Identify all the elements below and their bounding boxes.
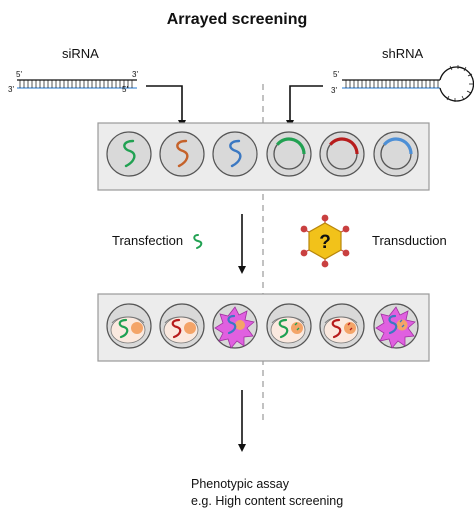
- sirna-group: siRNA 5' 3' 3' 5': [8, 46, 186, 128]
- sirna-arrow: [146, 85, 186, 128]
- sirna-strand-red-icon: [171, 318, 182, 339]
- well-bottom-6: [373, 303, 419, 349]
- transduction-label: Transduction: [372, 233, 447, 248]
- nucleus-icon: [344, 322, 356, 334]
- sirna-strand-blue-icon: [227, 314, 237, 335]
- shrna-hairpin-icon: [342, 65, 474, 102]
- well-bottom-1: [106, 303, 152, 349]
- sirna-3prime-bottom: 3': [8, 85, 14, 94]
- sirna-strand-blue-icon: [229, 139, 242, 168]
- transfection-label: Transfection: [112, 233, 183, 248]
- shrna-group: shRNA 5' 3': [286, 46, 474, 128]
- nucleus-icon: [291, 322, 303, 334]
- shrna-label: shRNA: [382, 46, 424, 61]
- shrna-strand-blue-icon: [388, 314, 398, 335]
- shrna-strand-green-icon: [278, 318, 289, 339]
- well-top-2: [159, 131, 205, 177]
- assay-line-2: e.g. High content screening: [191, 494, 343, 508]
- well-bottom-4: [266, 303, 312, 349]
- well-bottom-5: [319, 303, 365, 349]
- sirna-3prime-top: 3': [132, 70, 138, 79]
- nucleus-icon: [131, 322, 143, 334]
- well-top-1: [106, 131, 152, 177]
- well-bottom-2: [159, 303, 205, 349]
- shrna-arrow: [286, 85, 323, 128]
- plate-bottom: [97, 293, 430, 362]
- shrna-insert-green-icon: [276, 137, 306, 155]
- diagram-title: Arrayed screening: [167, 11, 308, 28]
- well-top-3: [212, 131, 258, 177]
- sirna-strand-green-icon: [123, 139, 136, 168]
- sirna-strand-green-icon: [118, 318, 129, 339]
- well-top-5: [319, 131, 365, 177]
- sirna-duplex-icon: [17, 79, 137, 89]
- virus-particle-icon: ?: [300, 214, 350, 268]
- sirna-5prime-top: 5': [16, 70, 22, 79]
- shrna-insert-blue-icon: [383, 137, 413, 155]
- shrna-5prime: 5': [333, 70, 339, 79]
- assay-line-1: Phenotypic assay: [191, 477, 290, 491]
- shrna-3prime: 3': [331, 86, 337, 95]
- shrna-strand-red-icon: [331, 318, 342, 339]
- shrna-insert-red-icon: [329, 137, 359, 155]
- sirna-strand-orange-icon: [176, 139, 189, 168]
- virus-payload-symbol: ?: [319, 232, 331, 253]
- plate-top: [97, 122, 430, 191]
- well-bottom-3: [212, 303, 258, 349]
- well-top-4: [266, 131, 312, 177]
- sirna-icon: [193, 234, 203, 249]
- sirna-label: siRNA: [62, 46, 99, 61]
- sirna-5prime-bottom: 5': [122, 85, 128, 94]
- well-top-6: [373, 131, 419, 177]
- nucleus-icon: [184, 322, 196, 334]
